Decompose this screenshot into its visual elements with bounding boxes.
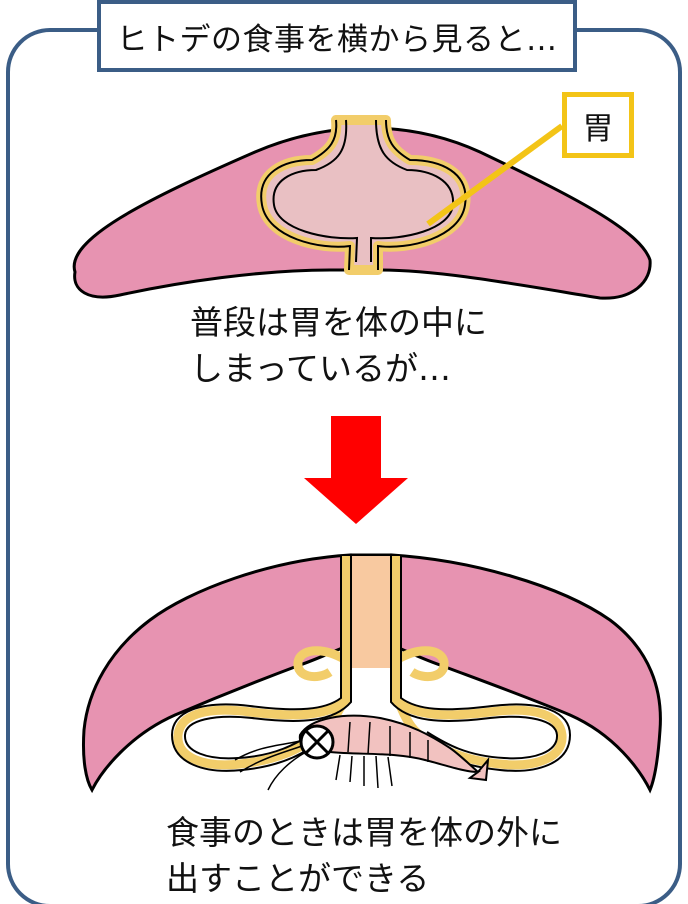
stomach-label: 胃 [562, 92, 634, 158]
shrimp-eye-x-icon [301, 726, 333, 758]
caption-top-line-2: しまっているが… [190, 346, 451, 392]
bottom-esophagus [352, 556, 390, 668]
down-arrow [304, 416, 408, 524]
caption-bottom-line-2: 出すことができる [166, 856, 429, 902]
shrimp-legs [336, 755, 392, 788]
caption-top-line-1: 普段は胃を体の中に [190, 300, 487, 346]
diagram-title: ヒトデの食事を横から見ると… [97, 0, 577, 72]
caption-bottom-line-1: 食事のときは胃を体の外に [166, 810, 562, 856]
